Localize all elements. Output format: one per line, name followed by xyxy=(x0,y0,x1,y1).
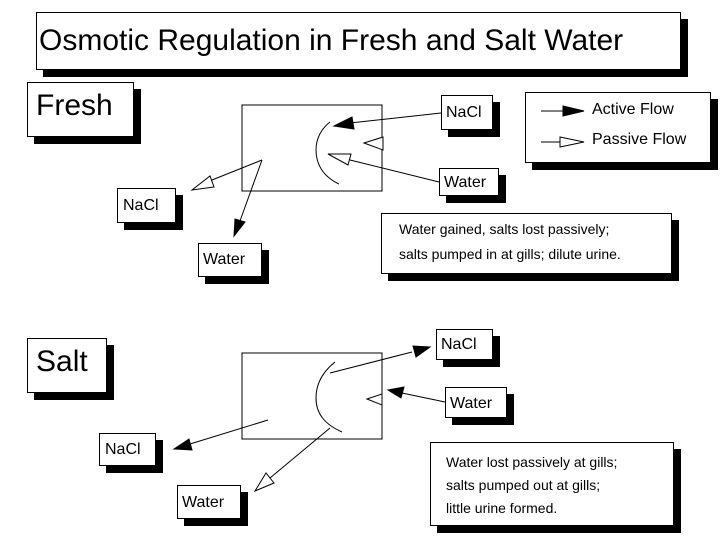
fresh-water-in-box: Water xyxy=(439,168,499,196)
salt-water-lost-arrow xyxy=(253,427,331,493)
fresh-gill-icon xyxy=(315,121,340,185)
fresh-note-line1: Water gained, salts lost passively; xyxy=(399,221,610,237)
salt-water-out-label: Water xyxy=(450,395,493,412)
legend-box: Active Flow Passive Flow xyxy=(525,92,711,163)
fresh-water-out-arrow xyxy=(233,159,263,238)
salt-note-line3: little urine formed. xyxy=(446,500,558,516)
fresh-fish-body xyxy=(241,104,383,192)
fresh-note-box: Water gained, salts lost passively; salt… xyxy=(381,213,672,274)
salt-water-lost-box: Water xyxy=(177,485,241,519)
salt-water-lost-label: Water xyxy=(182,494,225,511)
fresh-water-out-label: Water xyxy=(203,251,246,268)
fresh-section-label: Fresh xyxy=(36,89,113,122)
fresh-nacl-out-label: NaCl xyxy=(123,197,159,214)
salt-fish-body xyxy=(241,352,383,440)
fresh-nacl-passive-head xyxy=(362,136,384,151)
legend-active-label: Active Flow xyxy=(592,101,674,118)
fresh-water-in-arrow xyxy=(327,153,440,183)
fresh-nacl-out-arrow xyxy=(190,159,263,191)
salt-water-out-box: Water xyxy=(445,387,507,418)
fresh-nacl-out-box: NaCl xyxy=(117,188,176,223)
salt-water-out-arrow xyxy=(386,386,446,403)
legend-passive-label: Passive Flow xyxy=(592,131,687,148)
salt-nacl-lost-label: NaCl xyxy=(105,441,141,458)
fresh-label-box: Fresh xyxy=(27,82,134,137)
salt-nacl-out-box: NaCl xyxy=(436,329,493,360)
salt-label-box: Salt xyxy=(27,338,107,393)
fresh-nacl-in-box: NaCl xyxy=(441,95,493,130)
salt-section-label: Salt xyxy=(36,345,88,378)
fresh-note-line2: salts pumped in at gills; dilute urine. xyxy=(399,246,621,262)
fresh-nacl-in-arrow xyxy=(332,112,442,130)
salt-water-passive-head xyxy=(365,393,383,406)
salt-nacl-out-arrow xyxy=(329,345,432,374)
legend-passive-arrow xyxy=(541,136,585,148)
salt-gill-icon xyxy=(315,361,343,433)
fresh-water-out-box: Water xyxy=(198,243,262,277)
salt-nacl-lost-arrow xyxy=(172,419,269,451)
salt-nacl-lost-box: NaCl xyxy=(99,433,156,466)
salt-note-line2: salts pumped out at gills; xyxy=(446,477,601,493)
fresh-water-in-label: Water xyxy=(444,174,487,191)
fresh-nacl-in-label: NaCl xyxy=(446,104,482,121)
salt-note-box: Water lost passively at gills; salts pum… xyxy=(430,442,674,526)
salt-note-line1: Water lost passively at gills; xyxy=(446,454,618,470)
salt-nacl-out-label: NaCl xyxy=(441,336,477,353)
page-title: Osmotic Regulation in Fresh and Salt Wat… xyxy=(39,24,624,57)
title-box: Osmotic Regulation in Fresh and Salt Wat… xyxy=(36,12,681,70)
legend-active-arrow xyxy=(541,105,585,117)
